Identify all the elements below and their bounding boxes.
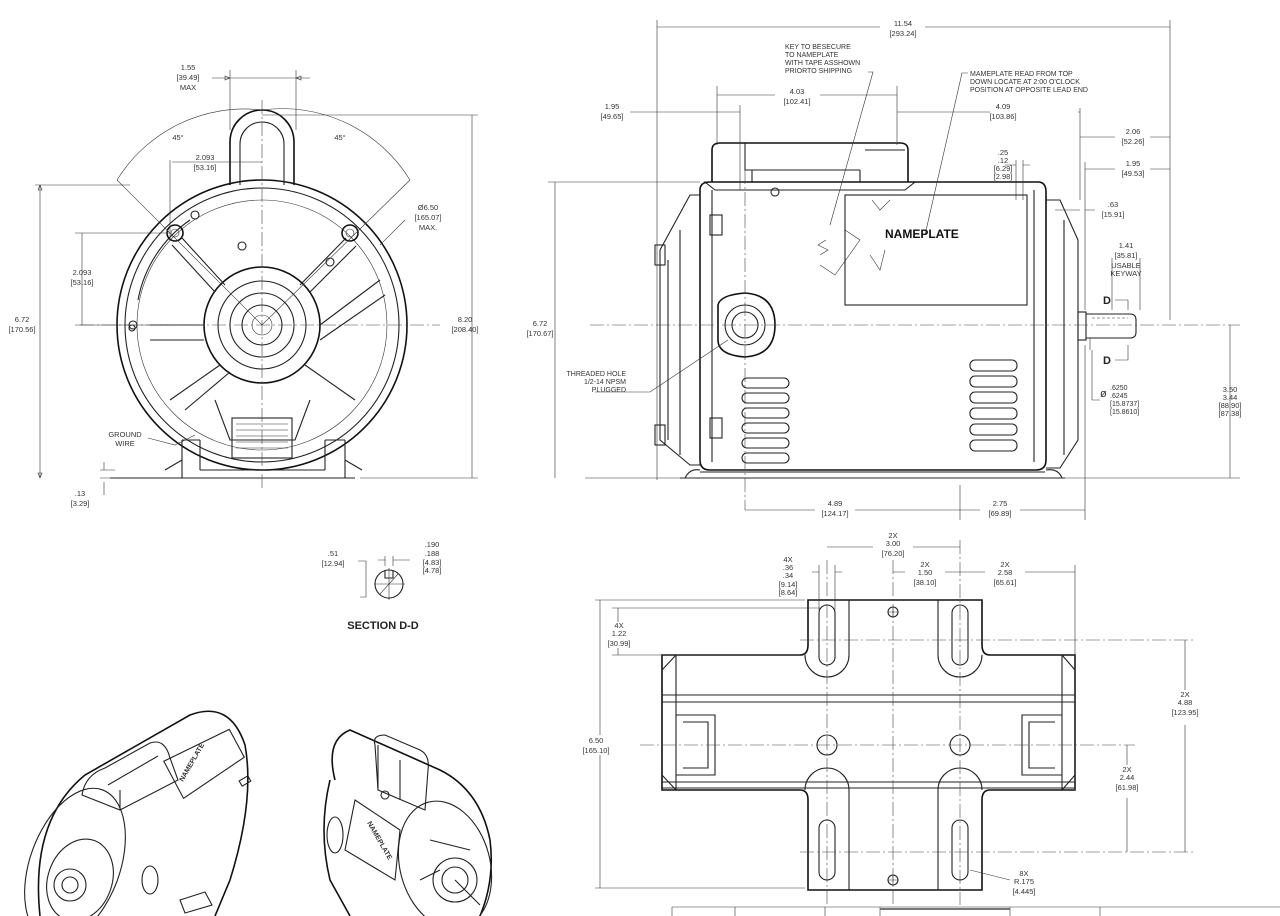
nameplate-label: NAMEPLATE bbox=[885, 227, 959, 241]
bolts bbox=[128, 210, 359, 332]
shoulder-dim: .63[15.91] bbox=[1102, 200, 1125, 219]
slot-width-dim: 4X.36.34[9.14][8.64] bbox=[779, 555, 798, 597]
side-height-dim: 6.72[170.67] bbox=[526, 319, 553, 338]
angle-left-label: 45° bbox=[172, 133, 183, 142]
shaft bbox=[1077, 311, 1137, 341]
section-title: SECTION D-D bbox=[347, 620, 419, 632]
overall-height-dim: 8.20[208.40] bbox=[451, 315, 478, 334]
mount-to-end-dim: 2.75[69.89] bbox=[989, 499, 1012, 518]
iso-left-nameplate: NAMEPLATE bbox=[179, 742, 207, 783]
height-dim: 6.72[170.56] bbox=[8, 315, 35, 334]
overall-length-dim: 11.54[293.24] bbox=[889, 19, 916, 38]
isometric-view-left: NAMEPLATE bbox=[24, 710, 252, 916]
capacitor-box bbox=[703, 142, 917, 197]
section-mark-top: D bbox=[1103, 295, 1111, 307]
section-depth-dim: .51[12.94] bbox=[322, 549, 345, 568]
nameplate: NAMEPLATE bbox=[817, 194, 1028, 306]
lip-dim: .25.12[6.29][2.98] bbox=[994, 148, 1013, 181]
key-width-dim: .190.188[4.83][4.78] bbox=[423, 540, 442, 575]
title-block bbox=[671, 906, 1280, 916]
base-width-dim: 6.50[165.10] bbox=[582, 736, 609, 755]
vents bbox=[741, 359, 1018, 464]
section-d-d: .51[12.94] .190.188[4.83][4.78] SECTION … bbox=[322, 540, 442, 632]
shaft-ext-a-dim: 2.06[52.26] bbox=[1122, 127, 1145, 146]
shaft-ext-b-dim: 1.95[49.53] bbox=[1122, 159, 1145, 178]
feet bbox=[110, 399, 363, 479]
front-dimensions: 1.55[39.49]MAX 45° 45° 2.093[53.16] Ø6.5… bbox=[8, 63, 478, 508]
top-width-dim: 1.55[39.49]MAX bbox=[177, 63, 200, 92]
end-to-cap-dim: 1.95[49.65] bbox=[601, 102, 624, 121]
isometric-view-right: NAMEPLATE bbox=[323, 729, 493, 916]
hole-to-mount-dim: 4.89[124.17] bbox=[821, 499, 848, 518]
foot-thickness-dim: .13[3.29] bbox=[71, 489, 90, 508]
handle-offset-dim: 2.093[53.16] bbox=[194, 153, 217, 172]
section-mark-bottom: D bbox=[1103, 355, 1111, 367]
cap-to-end-dim: 4.09[103.86] bbox=[989, 102, 1016, 121]
iso-right-nameplate: NAMEPLATE bbox=[365, 821, 393, 862]
bolt-height-dim: 2.093[53.16] bbox=[71, 268, 94, 287]
cap-width-dim: 4.03[102.41] bbox=[783, 87, 810, 106]
front-view: 1.55[39.49]MAX 45° 45° 2.093[53.16] Ø6.5… bbox=[8, 63, 478, 508]
angle-right-label: 45° bbox=[334, 133, 345, 142]
diameter-dim: Ø6.50[165.07]MAX. bbox=[414, 203, 441, 232]
shaft-diameter-dim: ø.6250.6245[15.8737][15.8610] bbox=[1100, 385, 1139, 416]
motor-body bbox=[654, 181, 1079, 479]
spokes bbox=[150, 237, 386, 411]
